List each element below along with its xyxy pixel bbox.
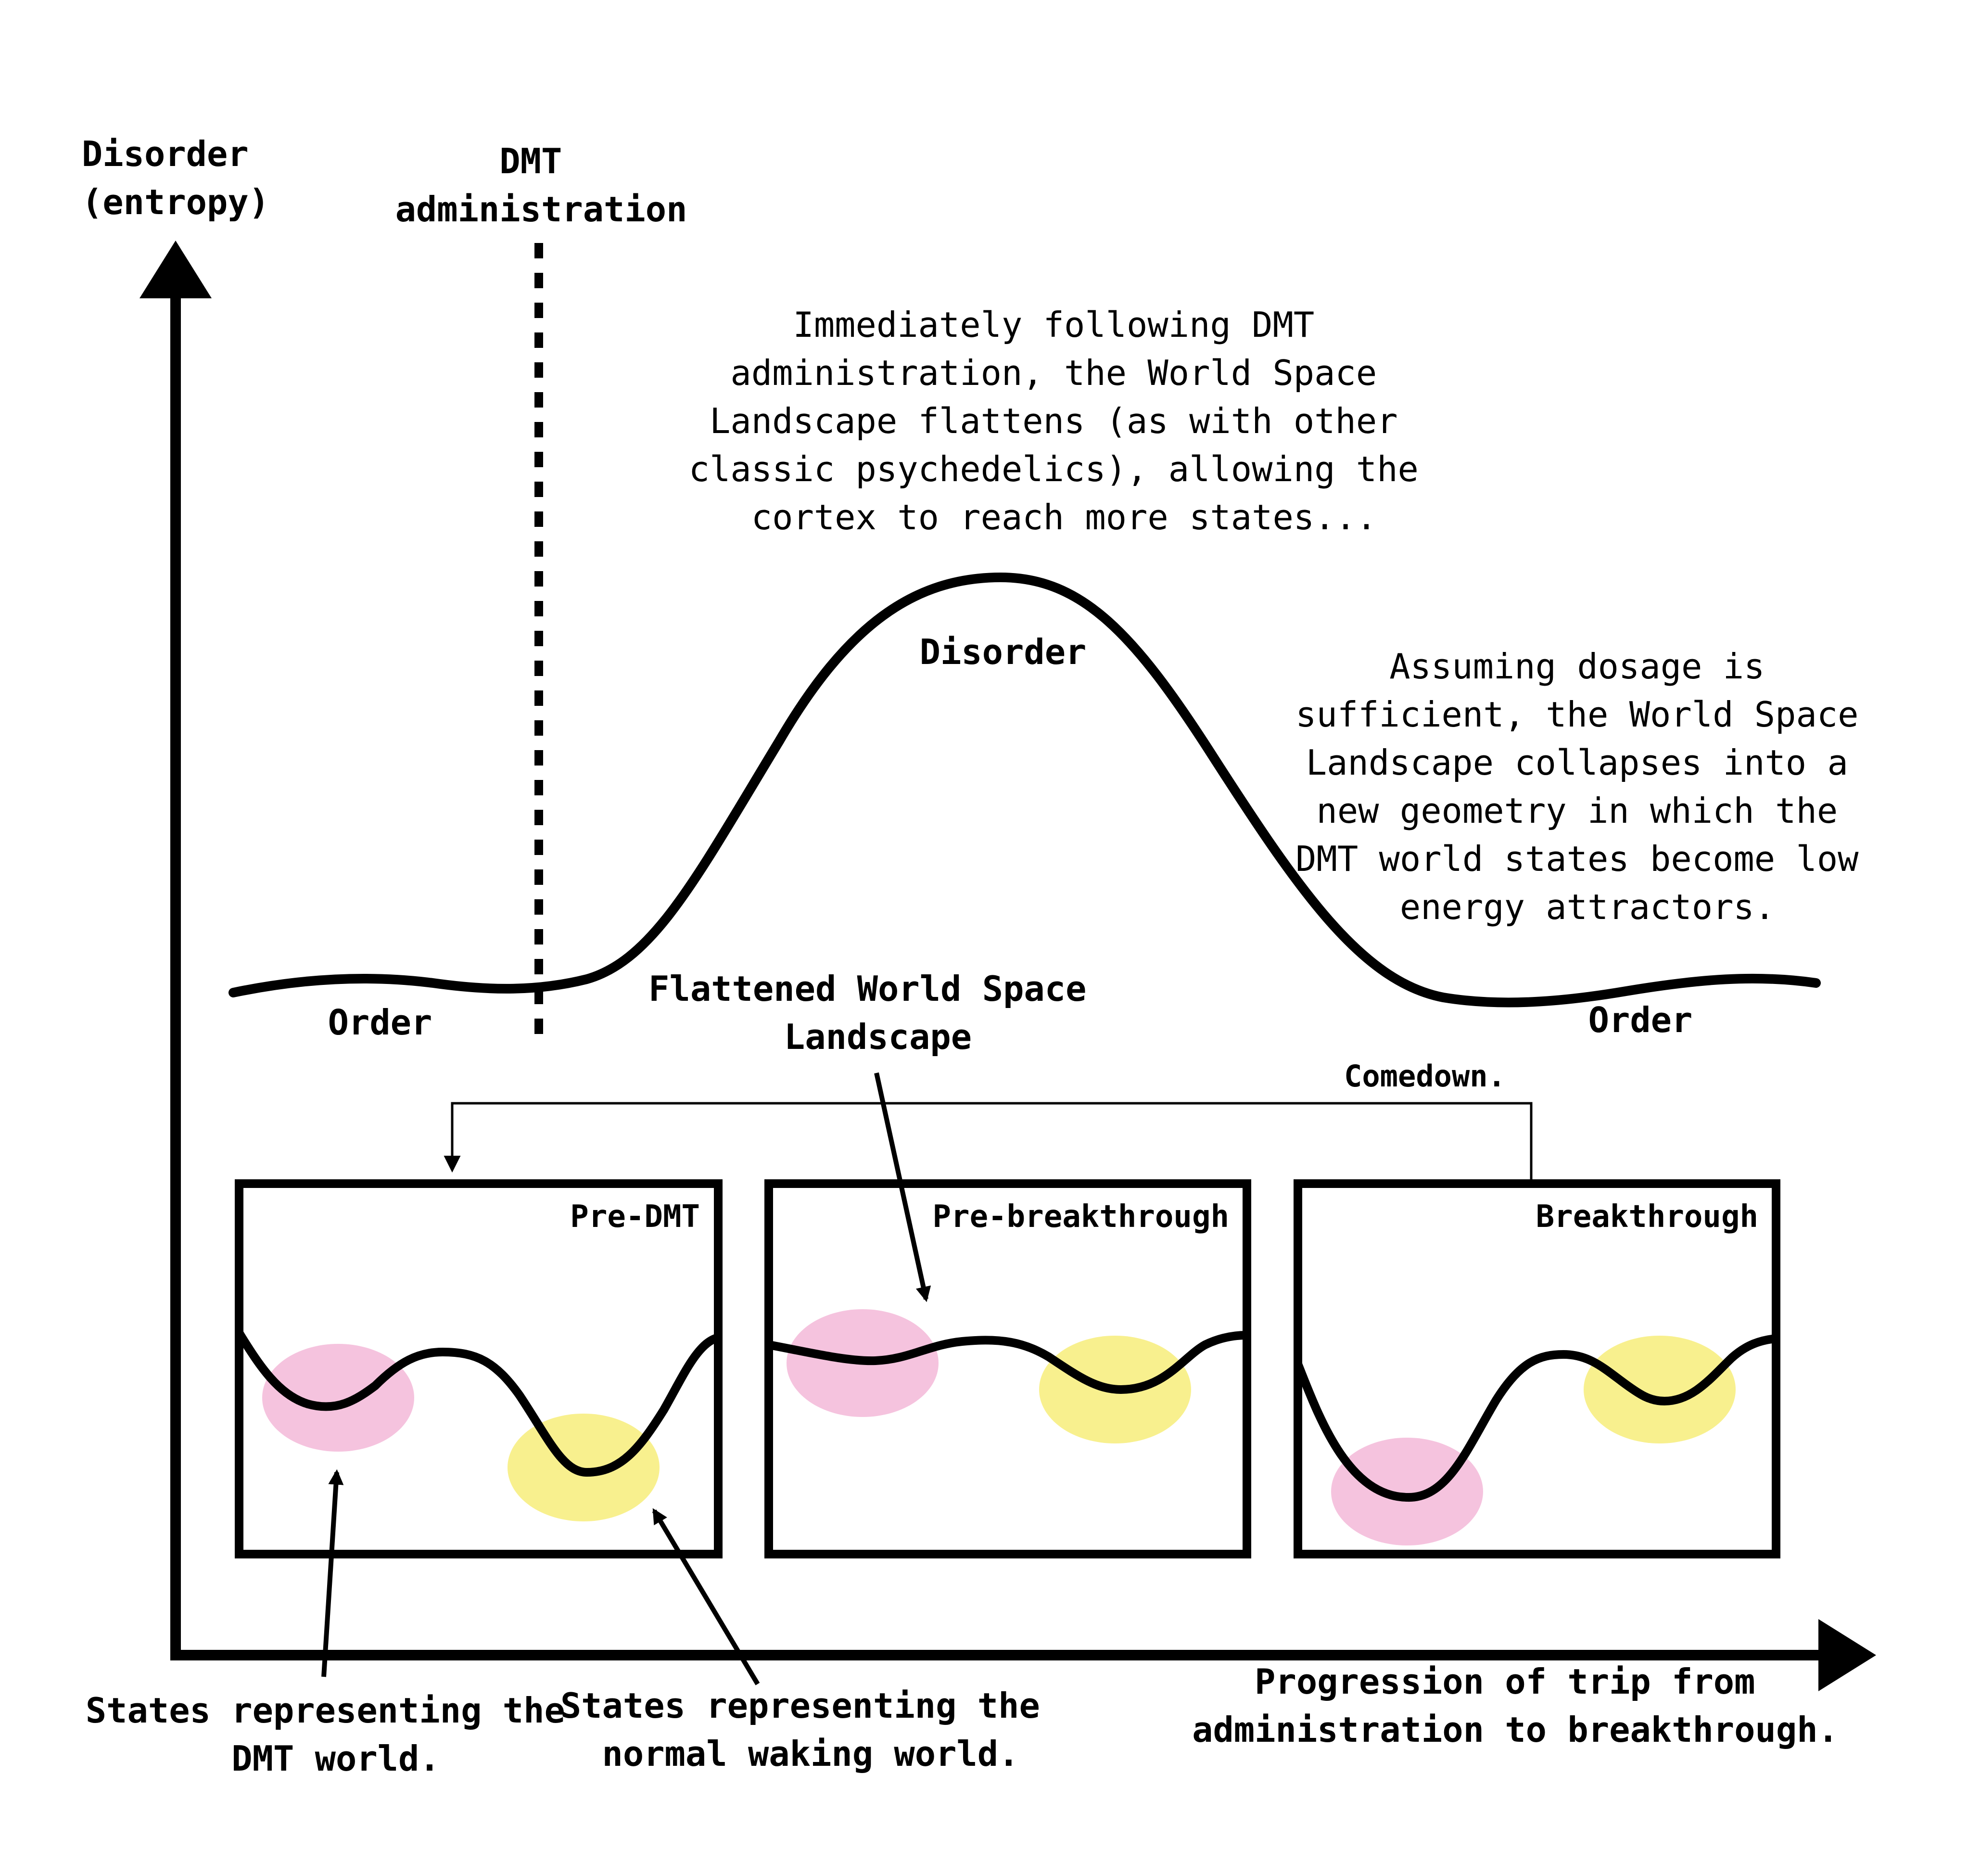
y-axis-arrowhead <box>140 241 212 298</box>
right-annotation-line: DMT world states become low <box>1295 839 1859 879</box>
dmt-administration-label: DMT administration <box>395 141 687 230</box>
x-axis-label-line: Progression of trip from <box>1255 1661 1755 1702</box>
x-axis-arrowhead <box>1818 1619 1876 1691</box>
landscape-curve <box>1294 1334 1780 1502</box>
waking-world-state-blob <box>1584 1336 1736 1443</box>
landscape-curve <box>235 1328 723 1477</box>
comedown-label: Comedown. <box>1344 1059 1506 1094</box>
y-axis-label-line: (entropy) <box>82 182 269 222</box>
top-annotation-line: Landscape flattens (as with other <box>710 401 1397 441</box>
x-axis-label-line: administration to breakthrough. <box>1192 1710 1839 1750</box>
panel-title: Pre-DMT <box>570 1199 700 1235</box>
panel-frame <box>1294 1179 1780 1558</box>
top-annotation-line: cortex to reach more states... <box>751 497 1377 537</box>
right-annotation-line: Assuming dosage is <box>1389 646 1765 687</box>
landscape-curve <box>764 1331 1251 1394</box>
dmt-world-states-arrow <box>321 1469 344 1677</box>
right-annotation-line: energy attractors. <box>1400 887 1775 927</box>
flattened-landscape-label-line: Flattened World Space <box>648 969 1086 1009</box>
right-annotation: Assuming dosage is sufficient, the World… <box>1295 646 1879 927</box>
top-annotation-line: Immediately following DMT <box>793 305 1314 345</box>
right-annotation-line: new geometry in which the <box>1316 791 1838 831</box>
disorder-peak-label: Disorder <box>920 632 1087 672</box>
y-axis-label-line: Disorder <box>82 134 249 174</box>
panel-pre-breakthrough: Pre-breakthrough <box>764 1179 1251 1558</box>
dmt-world-states-label: States representing the DMT world. <box>86 1690 586 1779</box>
panel-frame <box>235 1179 723 1558</box>
right-annotation-line: Landscape collapses into a <box>1306 742 1848 783</box>
dmt-world-states-label-line: States representing the <box>86 1690 565 1731</box>
waking-world-states-arrow <box>652 1508 760 1685</box>
waking-world-states-label-line: States representing the <box>560 1685 1040 1726</box>
right-annotation-line: sufficient, the World Space <box>1295 694 1858 735</box>
flattened-landscape-label-line: Landscape <box>784 1017 972 1057</box>
dmt-administration-label-line: DMT <box>499 141 562 181</box>
order-right-label: Order <box>1588 1000 1693 1040</box>
waking-world-states-label-line: normal waking world. <box>602 1734 1019 1774</box>
axes <box>140 241 1876 1691</box>
waking-world-states-label: States representing the normal waking wo… <box>560 1685 1061 1774</box>
x-axis-label: Progression of trip from administration … <box>1192 1661 1839 1750</box>
panel-title: Breakthrough <box>1536 1199 1758 1235</box>
panel-title: Pre-breakthrough <box>933 1199 1230 1235</box>
flattened-landscape-label: Flattened World Space Landscape <box>648 969 1107 1057</box>
dmt-world-state-blob <box>1331 1438 1483 1545</box>
dmt-world-states-label-line: DMT world. <box>231 1738 440 1779</box>
panel-breakthrough: Breakthrough <box>1294 1179 1780 1558</box>
top-annotation-line: administration, the World Space <box>730 353 1377 393</box>
top-annotation-line: classic psychedelics), allowing the <box>689 449 1419 489</box>
comedown-connector <box>444 1102 1533 1181</box>
panel-frame <box>764 1179 1251 1558</box>
entropy-curve <box>229 572 1821 1008</box>
dmt-world-state-blob <box>262 1344 414 1452</box>
y-axis-label: Disorder (entropy) <box>82 134 269 222</box>
dmt-administration-label-line: administration <box>395 189 687 230</box>
top-annotation: Immediately following DMT administration… <box>689 305 1440 537</box>
order-left-label: Order <box>328 1002 432 1043</box>
panel-pre-dmt: Pre-DMT <box>235 1179 723 1558</box>
waking-world-state-blob <box>508 1414 660 1521</box>
